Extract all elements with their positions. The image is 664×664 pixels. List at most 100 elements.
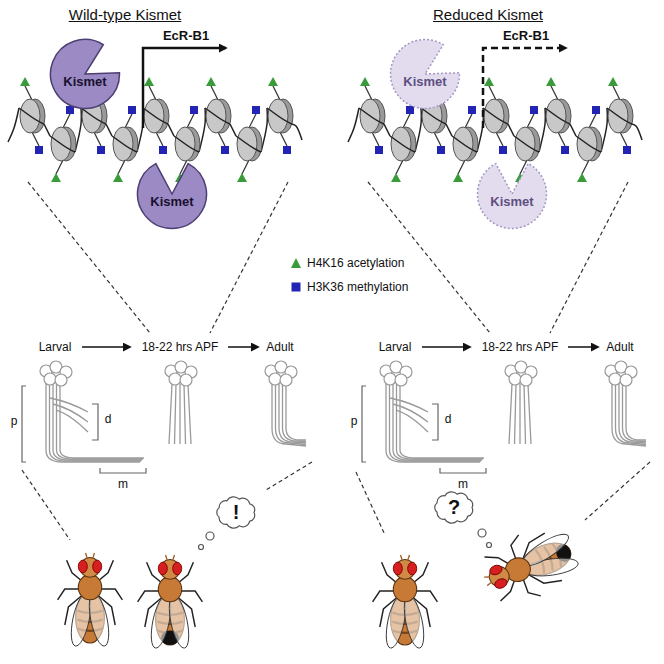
- kismet-outline: [138, 164, 207, 229]
- cell-body: [44, 373, 56, 385]
- histone-tail: [187, 114, 194, 128]
- cell-body: [169, 373, 181, 385]
- histone-tail: [465, 114, 472, 128]
- kismet-shape: [136, 158, 208, 230]
- methylation-mark: [406, 106, 414, 114]
- acetylation-mark: [20, 77, 30, 86]
- fly-antenna: [401, 555, 403, 560]
- axon: [169, 384, 172, 444]
- dna-strand: [230, 124, 236, 136]
- axon: [272, 384, 306, 446]
- acetylation-mark: [206, 77, 216, 86]
- stage-arrow: [422, 346, 470, 348]
- histone-tail: [149, 86, 156, 100]
- fly-antenna: [408, 555, 410, 560]
- kismet-protein: Kismet: [49, 38, 121, 110]
- dna-strand: [348, 108, 359, 142]
- histone-tail: [273, 86, 280, 100]
- transcription-arrow: [143, 48, 226, 128]
- dna-wrap: [483, 108, 508, 124]
- histone-tail: [218, 132, 225, 146]
- legend-row: H4K16 acetylation: [290, 256, 404, 270]
- stage-label: 18-22 hrs APF: [482, 340, 559, 354]
- fly-leg: [416, 591, 438, 602]
- histone-tail: [489, 86, 496, 100]
- fly-antenna: [93, 553, 95, 558]
- stage-label: Adult: [606, 340, 633, 354]
- protein-name: Kismet: [63, 75, 106, 90]
- methylation-mark: [252, 106, 260, 114]
- stage-label: Larval: [39, 340, 72, 354]
- region-letter: m: [118, 477, 128, 491]
- dashed-guide: [585, 462, 650, 520]
- dna-strand: [44, 124, 50, 136]
- histone-tail: [558, 132, 565, 146]
- protein-name: Kismet: [403, 75, 446, 90]
- dna-wrap: [205, 108, 230, 124]
- dna-strand: [8, 108, 19, 142]
- kismet-shape: [389, 38, 461, 110]
- histone-tail: [551, 86, 558, 100]
- histone-tail: [280, 132, 287, 146]
- axon: [397, 384, 484, 459]
- fly-leg: [523, 576, 541, 600]
- fly-eye: [488, 564, 503, 577]
- cell-body: [609, 373, 621, 385]
- histone-tail: [434, 132, 441, 146]
- axon: [612, 384, 646, 446]
- dna-wrap: [514, 136, 539, 152]
- kismet-shape: [476, 158, 548, 230]
- thought-trail: [487, 543, 492, 548]
- dashed-guide: [28, 182, 150, 333]
- kismet-protein: Kismet: [136, 158, 208, 230]
- histone-tail: [613, 86, 620, 100]
- dashed-guide: [210, 182, 288, 333]
- region-letter: m: [458, 477, 468, 491]
- legend-row: H3K36 methylation: [290, 280, 408, 294]
- histone-tail: [211, 86, 218, 100]
- bracket: [440, 468, 486, 473]
- acetylation-mark: [453, 173, 463, 182]
- axon: [184, 384, 186, 444]
- neuron-series: [22, 347, 306, 473]
- fly-thorax: [158, 577, 181, 602]
- fly-leg: [101, 589, 123, 600]
- axon: [286, 384, 306, 440]
- methylation-mark: [592, 106, 600, 114]
- region-letter: d: [445, 412, 452, 426]
- fly-eye: [173, 562, 182, 575]
- cell-body: [269, 373, 281, 385]
- methylation-mark: [159, 146, 167, 154]
- neuron-series: [362, 347, 646, 473]
- cell-body: [509, 373, 521, 385]
- stage-arrow: [568, 346, 598, 348]
- bracket: [22, 386, 26, 462]
- cell-body: [520, 374, 532, 386]
- methylation-mark: [623, 146, 631, 154]
- gene-name: EcR-B1: [503, 28, 549, 44]
- legend-swatch: [292, 283, 301, 292]
- dna-strand: [632, 124, 642, 140]
- dna-wrap: [236, 136, 261, 152]
- acetylation-mark: [484, 77, 494, 86]
- kismet-protein: Kismet: [476, 158, 548, 230]
- histone-tail: [396, 160, 403, 174]
- dna-wrap: [359, 108, 384, 124]
- panel-heading: Reduced Kismet: [433, 6, 543, 24]
- axon: [283, 384, 307, 442]
- fly-eye: [393, 562, 402, 575]
- methylation-mark: [283, 146, 291, 154]
- axon: [509, 384, 512, 444]
- dna-wrap: [143, 108, 168, 124]
- histone-tail: [620, 132, 627, 146]
- fly-leg: [138, 591, 160, 602]
- axon: [60, 384, 144, 458]
- axon: [53, 404, 88, 422]
- dna-wrap: [576, 136, 601, 152]
- thought-trail: [478, 529, 486, 537]
- cell-body: [180, 374, 192, 386]
- thought-bubble: !: [212, 493, 260, 532]
- histone-tail: [63, 114, 70, 128]
- bracket: [92, 404, 98, 440]
